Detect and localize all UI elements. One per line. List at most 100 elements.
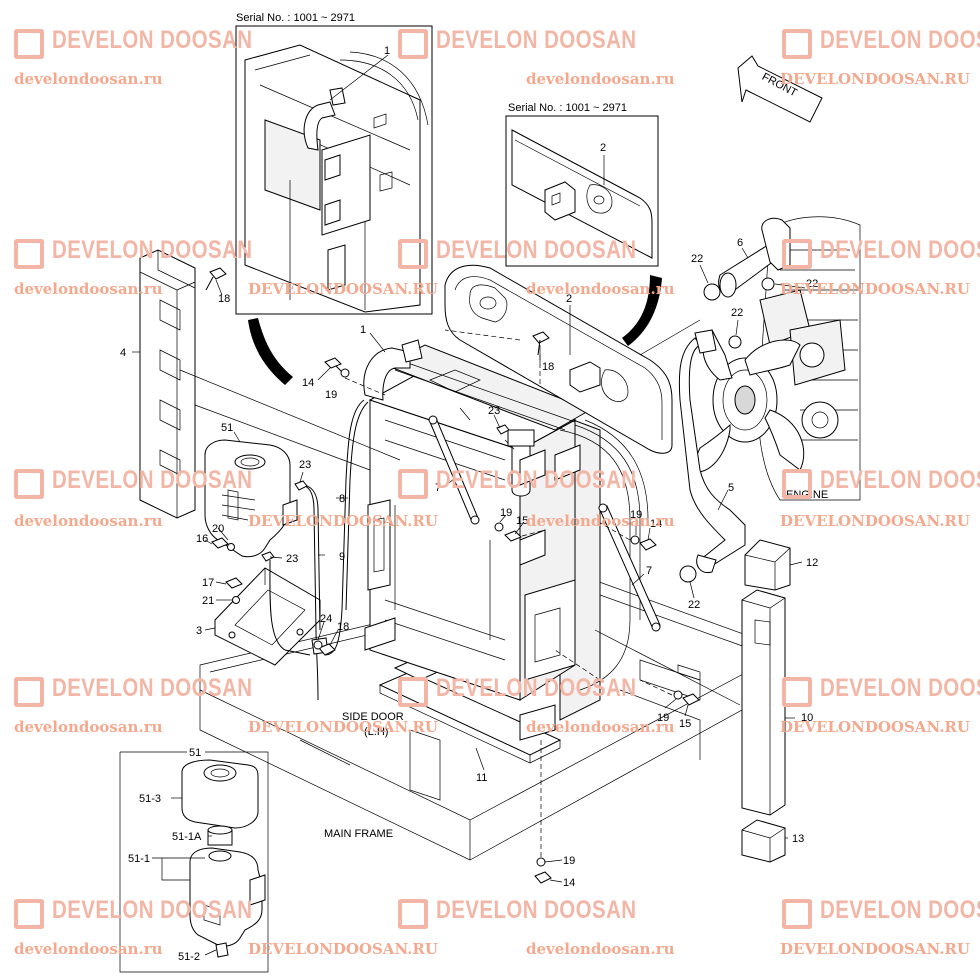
callout-23-c: 23 [286, 553, 298, 565]
leader-lines [132, 54, 806, 956]
radiator-assembly-1 [363, 339, 649, 741]
watermark-url: DEVELONDOOSAN.RU [780, 70, 970, 88]
watermark-logo: DEVELON DOOSAN [396, 896, 681, 929]
watermark-logo: DEVELON DOOSAN [12, 236, 297, 269]
watermark-url: develondoosan.ru [14, 280, 163, 298]
duct-4 [139, 249, 196, 519]
callout-14-a: 14 [302, 377, 314, 389]
brand-logo-icon [12, 237, 46, 269]
front-arrow [737, 55, 823, 123]
engine [689, 216, 861, 501]
bolt-18-b [532, 331, 550, 356]
callout-21: 21 [202, 595, 214, 607]
callout-18-b: 18 [542, 361, 554, 373]
watermark-logo: DEVELON DOOSAN [12, 674, 297, 707]
callout-19-c: 19 [630, 509, 642, 521]
bolt-14-b [639, 538, 657, 551]
brand-logo-icon [12, 897, 46, 929]
hose-clip-24 [313, 640, 323, 650]
brand-logo-icon [780, 467, 814, 499]
clamp-22-a [703, 283, 721, 301]
callout-18-a: 18 [218, 293, 230, 305]
watermark-url: develondoosan.ru [14, 512, 163, 530]
stays-7 [428, 415, 661, 632]
watermark-url: DEVELONDOOSAN.RU [248, 280, 438, 298]
callout-51-2: 51-2 [178, 951, 200, 963]
watermark-logo: DEVELON DOOSAN [396, 26, 681, 59]
brand-logo-icon [396, 237, 430, 269]
watermark-logo: DEVELON DOOSAN [12, 26, 297, 59]
washer-19-b [494, 522, 504, 532]
callout-15-b: 15 [679, 718, 691, 730]
callout-16: 16 [196, 533, 208, 545]
callout-9: 9 [339, 551, 345, 563]
brand-logo-icon [780, 675, 814, 707]
watermark-url: develondoosan.ru [526, 280, 675, 298]
watermark-logo: DEVELON DOOSAN [12, 466, 297, 499]
washer-19-c [630, 535, 640, 545]
bolt-18-top [205, 267, 227, 291]
side-door-label: SIDE DOOR [342, 711, 404, 723]
watermark-url: DEVELONDOOSAN.RU [780, 940, 970, 958]
clamp-22-c [728, 335, 742, 349]
reserve-tank-51 [204, 439, 298, 558]
clamp-22-d [679, 565, 697, 583]
callout-15-a: 15 [516, 515, 528, 527]
callout-7-b: 7 [646, 565, 652, 577]
brand-logo-icon [396, 27, 430, 59]
bolt-15-a [504, 530, 522, 542]
inset-reserve-tank [119, 751, 269, 973]
brand-logo-icon [12, 27, 46, 59]
callout-51-1: 51-1 [128, 853, 150, 865]
hardware [205, 267, 775, 884]
main-frame-label: MAIN FRAME [324, 828, 393, 840]
brand-logo-icon [396, 897, 430, 929]
callout-23-a: 23 [488, 405, 500, 417]
callout-2: 2 [566, 293, 572, 305]
detail-arrow-right [622, 275, 662, 346]
watermark-url: develondoosan.ru [14, 70, 163, 88]
callout-1: 1 [360, 324, 366, 336]
callout-22-b: 22 [806, 278, 818, 290]
serial-label-left: Serial No. : 1001 ~ 2971 [236, 12, 355, 24]
watermark-url: DEVELONDOOSAN.RU [248, 718, 438, 736]
callout-19-d: 19 [657, 712, 669, 724]
bolt-14-c [534, 871, 552, 884]
cover-plate-2 [444, 264, 673, 454]
bolt-18-c [318, 643, 336, 656]
callout-5: 5 [728, 482, 734, 494]
callout-22-a: 22 [691, 253, 703, 265]
watermark-logo: DEVELON DOOSAN [780, 26, 980, 59]
callout-51-1a: 51-1A [172, 831, 202, 843]
watermark-url: develondoosan.ru [526, 940, 675, 958]
washer-19-d [673, 690, 683, 700]
assembly-lines [179, 319, 741, 858]
callout-23-b: 23 [299, 459, 311, 471]
inset-cover-detail [505, 115, 659, 267]
watermark-logo: DEVELON DOOSAN [780, 466, 980, 499]
callout-6: 6 [737, 237, 743, 249]
callout-51: 51 [221, 422, 233, 434]
bolt-17 [225, 577, 243, 589]
watermark-logo: DEVELON DOOSAN [12, 896, 297, 929]
bolt-16 [211, 537, 229, 549]
brand-logo-icon [12, 467, 46, 499]
brand-logo-icon [780, 897, 814, 929]
callout-19-b: 19 [500, 507, 512, 519]
callout-12: 12 [806, 557, 818, 569]
callout-24: 24 [320, 613, 332, 625]
washer-19-a [340, 368, 350, 378]
watermark-url: DEVELONDOOSAN.RU [248, 940, 438, 958]
watermark-url: develondoosan.ru [526, 718, 675, 736]
watermark-logo: DEVELON DOOSAN [780, 896, 980, 929]
watermark-url: develondoosan.ru [14, 940, 163, 958]
callout-7-a: 7 [435, 482, 441, 494]
callout-22-d: 22 [688, 599, 700, 611]
callout-51-3: 51-3 [139, 793, 161, 805]
callout-11: 11 [476, 772, 487, 784]
seals-10-12-13 [741, 539, 791, 863]
callout-51-inset: 51 [189, 747, 201, 759]
callout-17: 17 [202, 577, 214, 589]
